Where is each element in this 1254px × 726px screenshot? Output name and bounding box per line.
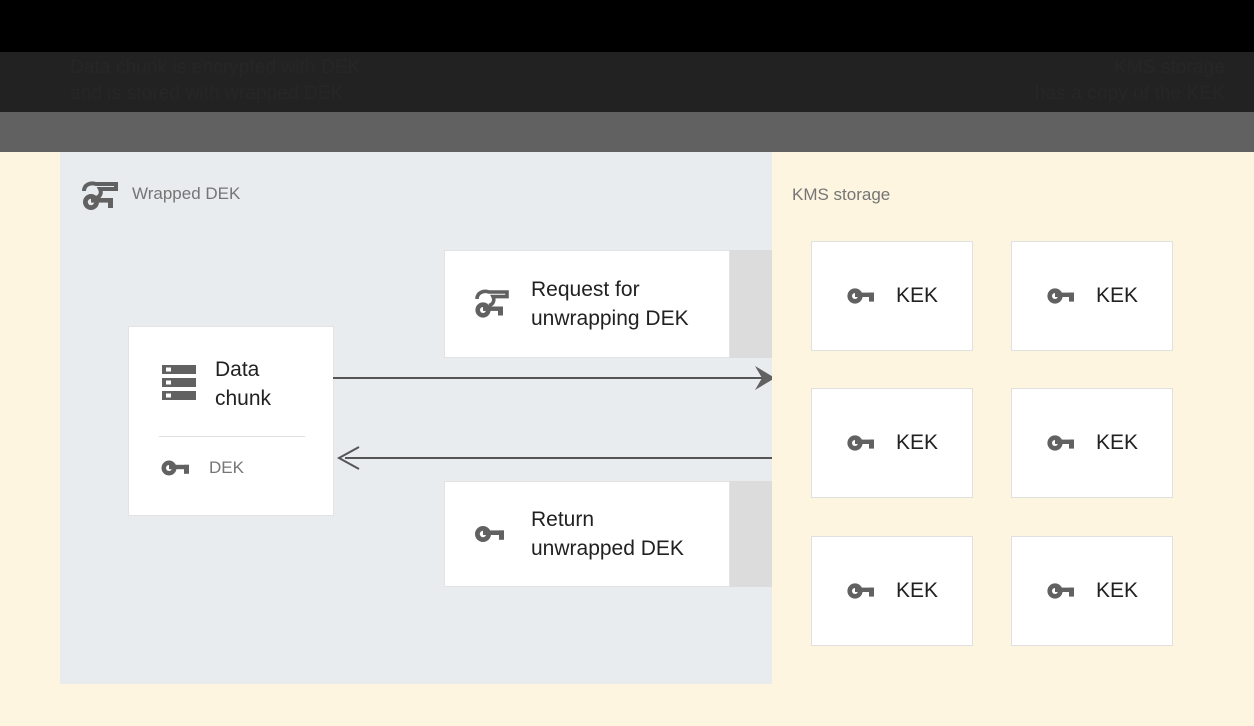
key-icon bbox=[846, 579, 880, 603]
key-icon bbox=[1046, 579, 1080, 603]
data-chunk-card[interactable]: Data chunk DEK bbox=[128, 326, 334, 516]
wrapped-key-icon bbox=[473, 289, 511, 319]
data-chunk-dek-row: DEK bbox=[161, 458, 244, 478]
data-chunk-divider bbox=[159, 436, 305, 437]
top-black-band bbox=[0, 0, 1254, 52]
kek-label: KEK bbox=[1095, 284, 1139, 307]
kek-label: KEK bbox=[895, 284, 939, 307]
return-unwrapped-card[interactable]: Return unwrapped DEK bbox=[444, 481, 730, 587]
header-note-left: Data chunk is encrypted with DEK and is … bbox=[70, 57, 361, 104]
wrapped-key-icon bbox=[80, 181, 120, 211]
key-icon bbox=[846, 284, 880, 308]
key-icon bbox=[473, 521, 511, 547]
request-card-tail bbox=[730, 250, 772, 358]
key-icon bbox=[846, 431, 880, 455]
key-icon bbox=[161, 458, 191, 478]
data-chunk-header: Data chunk bbox=[129, 327, 333, 413]
storage-icon bbox=[161, 363, 197, 405]
kek-card[interactable]: KEK bbox=[811, 388, 973, 498]
top-dark-band bbox=[0, 52, 1254, 112]
request-unwrap-card[interactable]: Request for unwrapping DEK bbox=[444, 250, 730, 358]
return-card-tail bbox=[730, 481, 772, 587]
kms-storage-panel-title: KMS storage bbox=[792, 185, 891, 204]
wrapped-dek-panel-title: Wrapped DEK bbox=[132, 184, 241, 203]
request-unwrap-label: Request for unwrapping DEK bbox=[531, 278, 689, 330]
header-note-right: KMS storage has a copy of the KEK bbox=[1034, 57, 1225, 104]
kek-card[interactable]: KEK bbox=[1011, 241, 1173, 351]
kek-label: KEK bbox=[895, 431, 939, 454]
data-chunk-dek-label: DEK bbox=[209, 458, 244, 477]
return-unwrapped-label: Return unwrapped DEK bbox=[531, 508, 684, 560]
data-chunk-title: Data chunk bbox=[215, 358, 272, 410]
top-gray-band bbox=[0, 112, 1254, 152]
kek-card[interactable]: KEK bbox=[811, 536, 973, 646]
kek-label: KEK bbox=[1095, 431, 1139, 454]
key-icon bbox=[1046, 284, 1080, 308]
key-icon bbox=[1046, 431, 1080, 455]
kek-card[interactable]: KEK bbox=[1011, 536, 1173, 646]
kek-card[interactable]: KEK bbox=[1011, 388, 1173, 498]
kek-label: KEK bbox=[895, 579, 939, 602]
kek-card[interactable]: KEK bbox=[811, 241, 973, 351]
kek-label: KEK bbox=[1095, 579, 1139, 602]
